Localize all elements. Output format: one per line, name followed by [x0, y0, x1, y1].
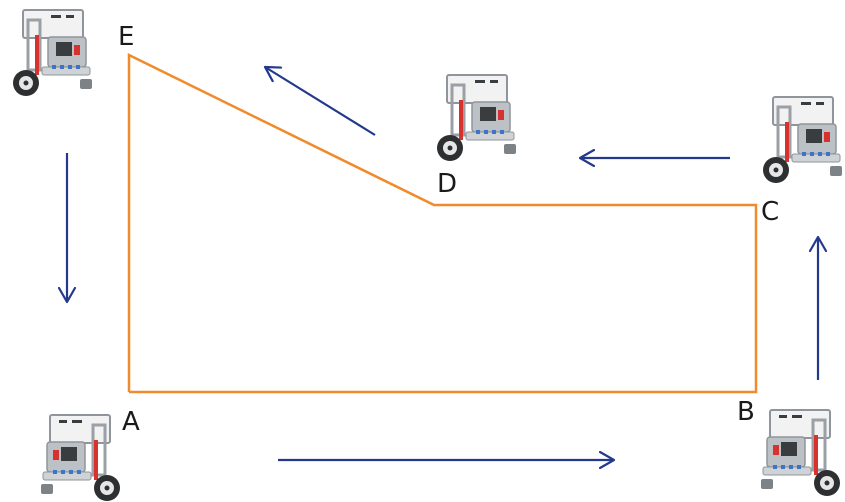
arrow-d-to-e	[265, 67, 376, 136]
robot-icon-a	[39, 413, 122, 502]
robot-icon-d	[435, 73, 518, 163]
label-d: D	[437, 169, 457, 199]
robot-path-outline	[127, 52, 758, 394]
label-b: B	[737, 397, 755, 427]
robot-icon-b	[759, 408, 842, 498]
robot-icon-e	[11, 8, 94, 98]
label-e: E	[118, 22, 134, 52]
robot-icon-c	[761, 95, 844, 185]
label-c: C	[761, 197, 779, 227]
label-a: A	[122, 407, 140, 437]
